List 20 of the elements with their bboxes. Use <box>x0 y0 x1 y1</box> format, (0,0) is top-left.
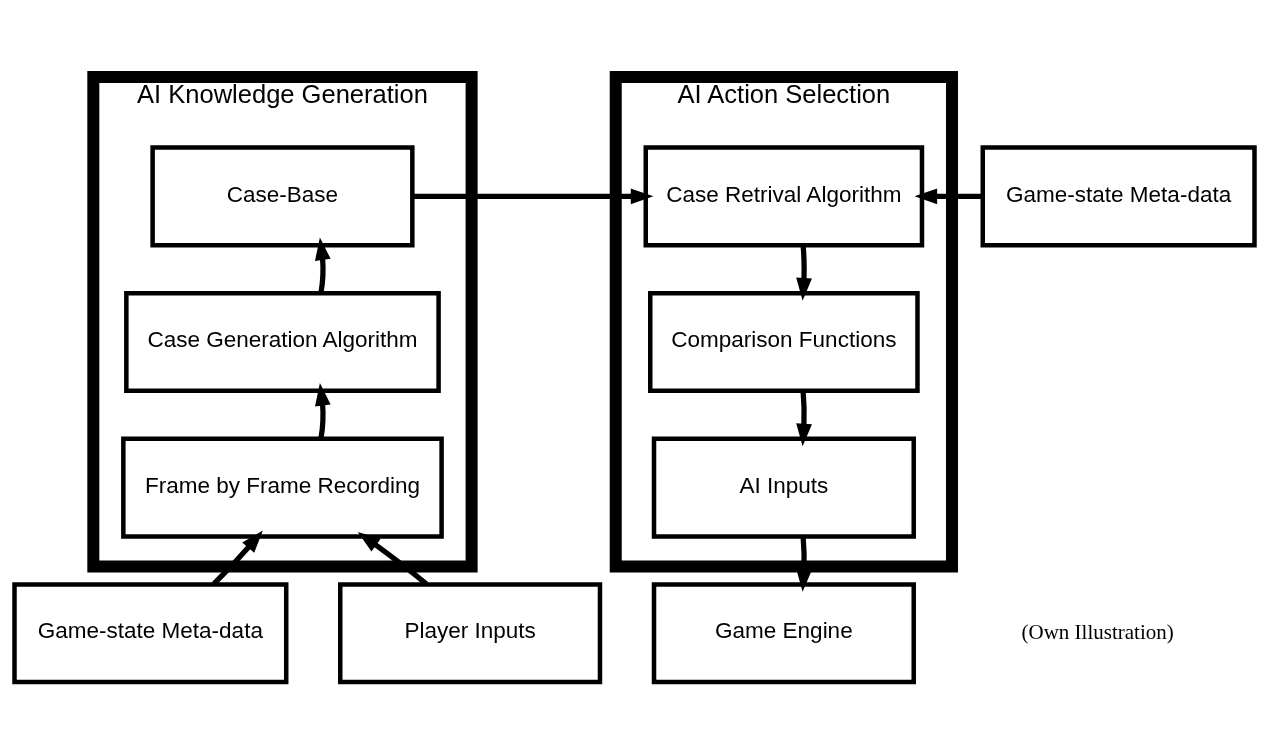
arrow <box>412 188 654 205</box>
arrow <box>914 188 983 205</box>
node-box: Case Retrival Algorithm <box>643 145 925 248</box>
node-box: Case Generation Algorithm <box>124 290 441 393</box>
node-box: Case-Base <box>150 145 415 248</box>
arrow <box>796 245 812 301</box>
node-box: Game-state Meta-data <box>12 582 289 685</box>
node-box: Frame by Frame Recording <box>121 436 444 539</box>
node-box: AI Inputs <box>651 436 916 539</box>
node-box: Game-state Meta-data <box>980 145 1257 248</box>
arrow <box>357 531 429 586</box>
label: (Own Illustration) <box>1021 619 1174 644</box>
arrow <box>314 237 331 294</box>
node-box: Game Engine <box>651 582 916 685</box>
arrow <box>796 390 812 447</box>
arrow <box>796 536 812 592</box>
node-box: Comparison Functions <box>648 290 920 393</box>
arrow <box>314 383 331 439</box>
node-box: Player Inputs <box>338 582 603 685</box>
arrow <box>212 530 263 586</box>
